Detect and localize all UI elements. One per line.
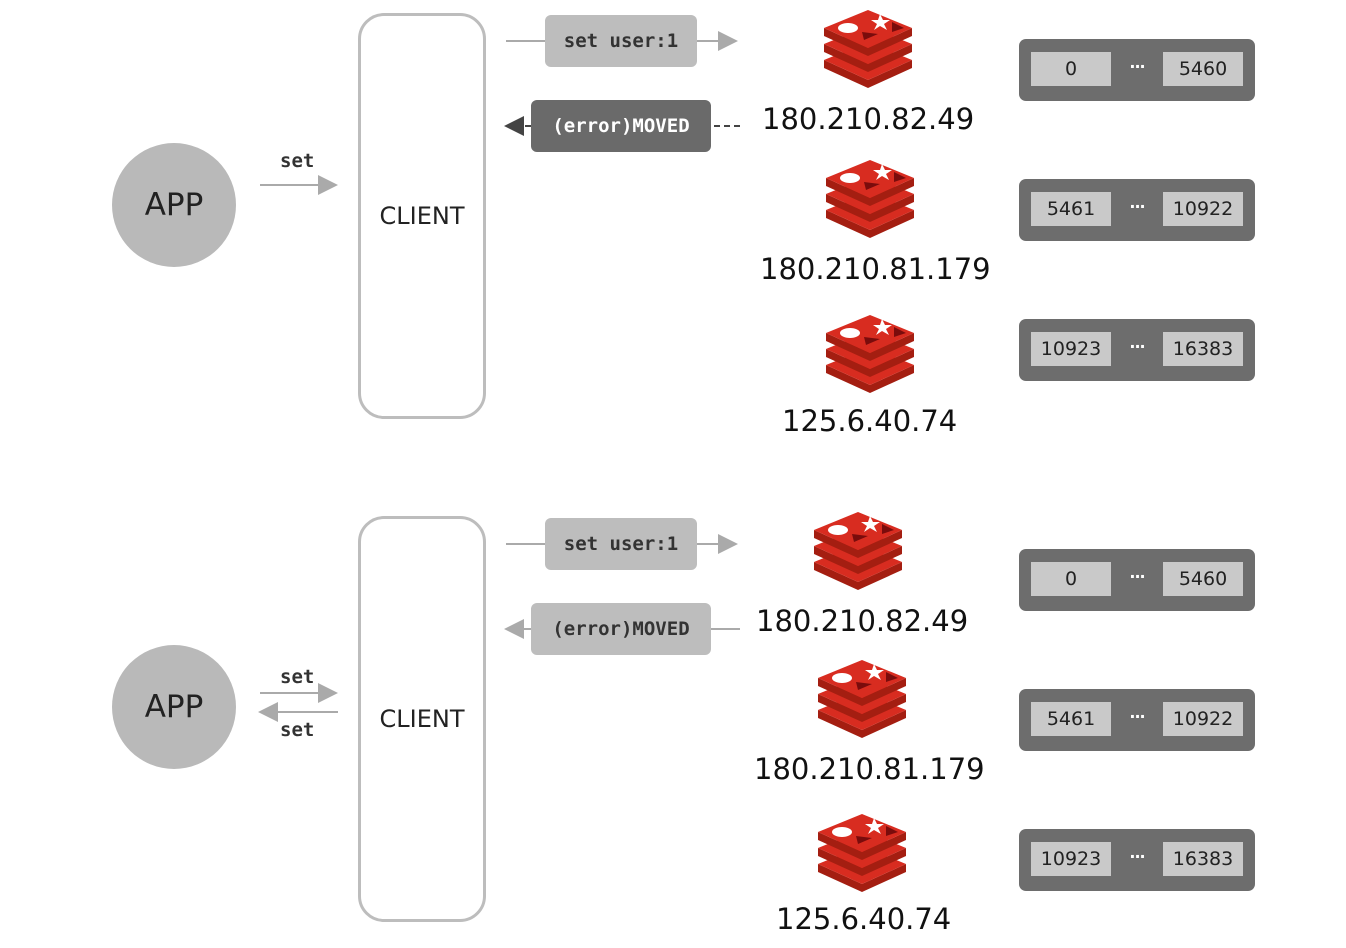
node-ip: 180.210.82.49 xyxy=(756,604,969,638)
node-ip: 180.210.82.49 xyxy=(762,102,975,136)
error-message-box: (error)MOVED xyxy=(531,100,711,152)
ellipsis: ··· xyxy=(1129,197,1145,216)
slot-range: 0 ··· 5460 xyxy=(1019,549,1255,611)
slot-start: 0 xyxy=(1031,562,1111,596)
slot-end: 10922 xyxy=(1163,192,1243,226)
node-ip: 180.210.81.179 xyxy=(754,752,985,786)
slot-range: 10923 ··· 16383 xyxy=(1019,319,1255,381)
node-ip: 125.6.40.74 xyxy=(776,902,952,936)
request-label: set xyxy=(280,666,315,688)
client-box: CLIENT xyxy=(358,13,486,419)
slot-end: 16383 xyxy=(1163,842,1243,876)
request-label: set xyxy=(280,150,315,172)
panel-top: APP set CLIENT set user:1 (error)MOVED 1… xyxy=(112,10,1255,438)
response-label: set xyxy=(280,719,315,741)
node-ip: 125.6.40.74 xyxy=(782,404,958,438)
slot-end: 5460 xyxy=(1163,562,1243,596)
redis-logo-icon xyxy=(818,814,906,892)
redis-logo-icon xyxy=(814,512,902,590)
slot-start: 5461 xyxy=(1031,702,1111,736)
slot-start: 10923 xyxy=(1031,842,1111,876)
ellipsis: ··· xyxy=(1129,847,1145,866)
slot-range: 0 ··· 5460 xyxy=(1019,39,1255,101)
ellipsis: ··· xyxy=(1129,567,1145,586)
send-message-box: set user:1 xyxy=(545,518,697,570)
error-message-box: (error)MOVED xyxy=(531,603,711,655)
slot-end: 5460 xyxy=(1163,52,1243,86)
slot-end: 10922 xyxy=(1163,702,1243,736)
ellipsis: ··· xyxy=(1129,337,1145,356)
node-ip: 180.210.81.179 xyxy=(760,252,991,286)
send-message-box: set user:1 xyxy=(545,15,697,67)
slot-range: 5461 ··· 10922 xyxy=(1019,179,1255,241)
slot-range: 5461 ··· 10922 xyxy=(1019,689,1255,751)
app-node: APP xyxy=(112,645,236,769)
slot-range: 10923 ··· 16383 xyxy=(1019,829,1255,891)
slot-start: 5461 xyxy=(1031,192,1111,226)
app-node: APP xyxy=(112,143,236,267)
slot-start: 0 xyxy=(1031,52,1111,86)
redis-logo-icon xyxy=(818,660,906,738)
slot-end: 16383 xyxy=(1163,332,1243,366)
ellipsis: ··· xyxy=(1129,57,1145,76)
ellipsis: ··· xyxy=(1129,707,1145,726)
client-box: CLIENT xyxy=(358,516,486,922)
slot-start: 10923 xyxy=(1031,332,1111,366)
